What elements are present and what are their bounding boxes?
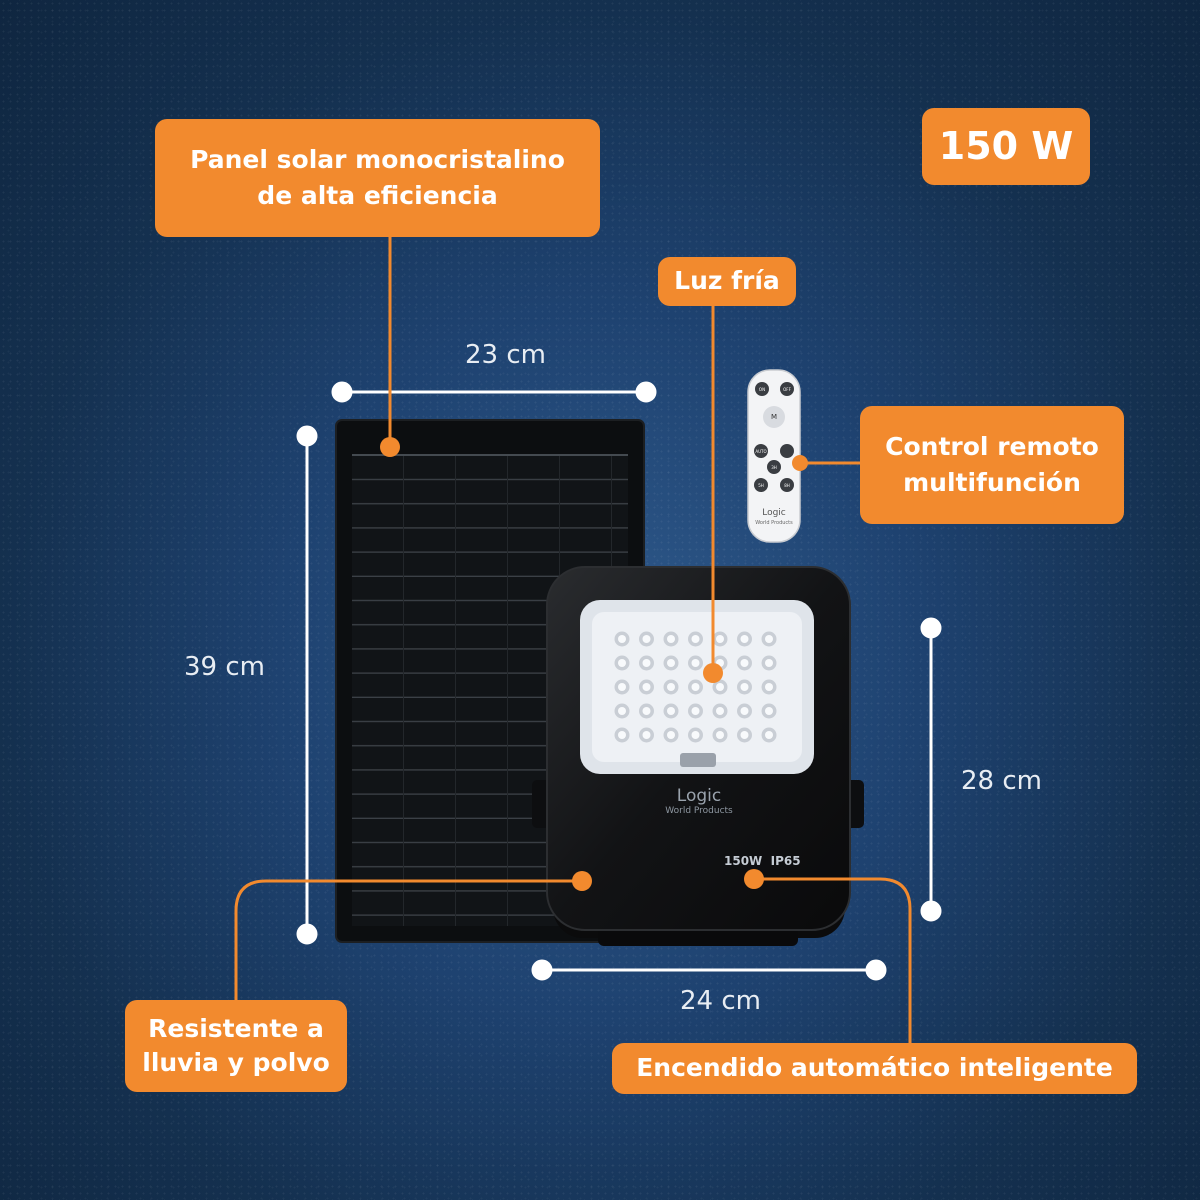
led-core: [667, 731, 675, 739]
weather-callout-line1: Resistente a: [148, 1014, 324, 1044]
led-core: [642, 731, 651, 739]
led-core: [667, 635, 675, 643]
panel-callout-line2: de alta eficiencia: [257, 181, 498, 210]
led-core: [618, 707, 626, 715]
floodlight: [532, 566, 864, 946]
remote-key: [780, 444, 794, 458]
led-core: [765, 707, 773, 715]
remote-brand: Logic: [762, 508, 786, 518]
led-core: [618, 635, 626, 643]
weather-callout: Resistente a lluvia y polvo: [125, 1000, 347, 1092]
remote-callout-line1: Control remoto: [885, 431, 1099, 461]
remote-key-label: M: [771, 413, 777, 421]
remote-key: [754, 478, 768, 492]
remote-key: [763, 406, 785, 428]
remote-key: [755, 382, 769, 396]
brand-subtitle: World Products: [665, 806, 733, 816]
led-core: [618, 683, 626, 691]
lamp-height-label: 28 cm: [961, 766, 1042, 796]
led-core: [740, 707, 749, 715]
led-core: [765, 683, 773, 691]
brand-logo: Logic: [676, 786, 722, 806]
remote-key-label: ON: [759, 387, 765, 392]
led-core: [691, 635, 700, 643]
led-core: [667, 707, 675, 715]
cold-light-callout-text: Luz fría: [674, 266, 780, 296]
power-badge: 150 W: [922, 108, 1090, 185]
dimension-lines: [296, 381, 942, 981]
remote-key-label: 8H: [784, 483, 790, 488]
remote-key: [780, 478, 794, 492]
led-core: [716, 683, 724, 691]
led-core: [691, 731, 700, 739]
led-core: [667, 683, 675, 691]
panel-height-label: 39 cm: [184, 652, 265, 682]
led-core: [740, 635, 749, 643]
led-core: [642, 659, 651, 667]
led-core: [765, 731, 773, 739]
panel-callout: Panel solar monocristalino de alta efici…: [155, 119, 600, 237]
led-core: [765, 659, 773, 667]
led-core: [618, 731, 626, 739]
remote-key-label: AUTO: [755, 449, 766, 454]
led-core: [716, 635, 724, 643]
weather-callout-line2: lluvia y polvo: [142, 1048, 330, 1077]
power-badge-text: 150 W: [938, 123, 1074, 168]
remote-key: [767, 460, 781, 474]
panel-width-label: 23 cm: [465, 340, 546, 370]
auto-on-callout-text: Encendido automático inteligente: [636, 1053, 1113, 1083]
led-core: [716, 707, 724, 715]
led-core: [740, 731, 749, 739]
led-core: [691, 707, 700, 715]
remote-key-label: OFF: [783, 387, 791, 392]
remote-key: [754, 444, 768, 458]
led-core: [618, 659, 626, 667]
callout-connectors: [234, 236, 912, 1046]
led-core: [740, 683, 749, 691]
lamp-width-label: 24 cm: [680, 986, 761, 1016]
remote-brand-sub: World Products: [755, 520, 793, 526]
led-core: [642, 683, 651, 691]
cold-light-callout: Luz fría: [658, 257, 796, 306]
led-core: [740, 659, 749, 667]
callout-dots: [380, 437, 808, 891]
led-core: [642, 635, 651, 643]
remote-callout: Control remoto multifunción: [860, 406, 1124, 524]
led-core: [691, 659, 700, 667]
panel-callout-line1: Panel solar monocristalino: [190, 144, 565, 174]
remote-key-label: 3H: [771, 465, 777, 470]
rating-label: 150W IP65: [724, 854, 801, 868]
led-core: [765, 635, 773, 643]
auto-on-callout: Encendido automático inteligente: [612, 1043, 1137, 1094]
remote-key: [780, 382, 794, 396]
led-core: [716, 731, 724, 739]
remote-key-label: 5H: [758, 483, 764, 488]
led-core: [642, 707, 651, 715]
led-core: [667, 659, 675, 667]
remote-callout-line2: multifunción: [903, 468, 1081, 497]
led-core: [691, 683, 700, 691]
